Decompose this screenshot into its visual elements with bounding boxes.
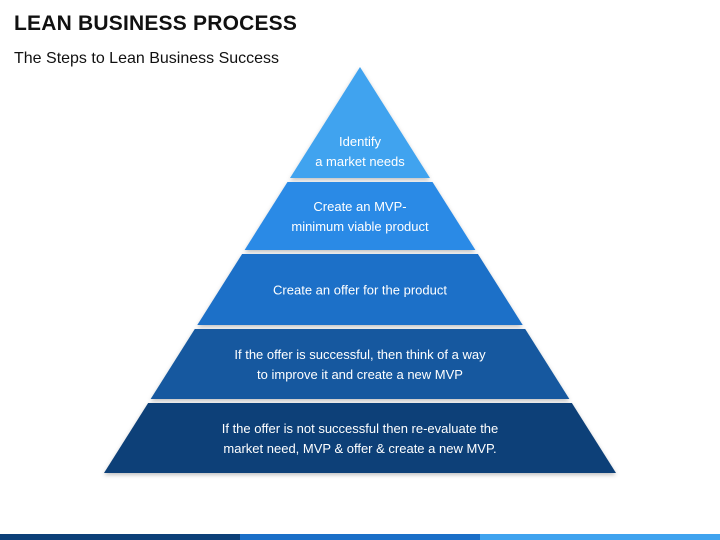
pyramid-level-offer-not-successful [104, 403, 616, 473]
pyramid-level-text: Identify [339, 134, 381, 149]
pyramid-level-text: market need, MVP & offer & create a new … [223, 441, 496, 456]
page-subtitle: The Steps to Lean Business Success [14, 50, 280, 67]
footer-bar-segment [480, 534, 720, 540]
pyramid-level-create-offer [197, 254, 523, 325]
footer-bar-segment [0, 534, 240, 540]
pyramid-level-text: minimum viable product [291, 219, 429, 234]
footer-bar-segment [240, 534, 480, 540]
pyramid-level-create-mvp [244, 182, 476, 250]
pyramid-level-text: If the offer is not successful then re-e… [222, 421, 499, 436]
pyramid-level-text: Create an MVP- [313, 199, 406, 214]
pyramid-level-identify-market-needs [290, 67, 430, 178]
pyramid-level-text: If the offer is successful, then think o… [234, 347, 486, 362]
footer-color-bar [0, 534, 720, 540]
page-title: LEAN BUSINESS PROCESS [14, 12, 298, 35]
pyramid-level-text: a market needs [315, 154, 405, 169]
pyramid-level-text: to improve it and create a new MVP [257, 367, 463, 382]
pyramid-level-text: Create an offer for the product [273, 283, 447, 298]
pyramid-level-offer-successful [150, 329, 570, 399]
